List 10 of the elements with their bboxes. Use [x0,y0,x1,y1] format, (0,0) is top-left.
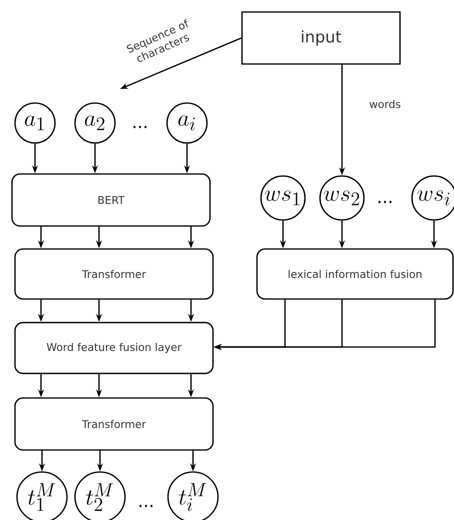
ellipsis: ... [140,504,152,508]
input-box: input [241,11,401,65]
layer-box: Transformer [14,397,214,451]
edge-label: words [368,98,402,110]
layer-box: Transformer [14,248,214,300]
layer-box: BERT [11,173,211,227]
layer-box: Word feature fusion layer [14,322,214,374]
ellipsis: ... [378,200,392,204]
layer-box: lexical information fusion [256,248,454,300]
ellipsis: ... [134,126,146,128]
